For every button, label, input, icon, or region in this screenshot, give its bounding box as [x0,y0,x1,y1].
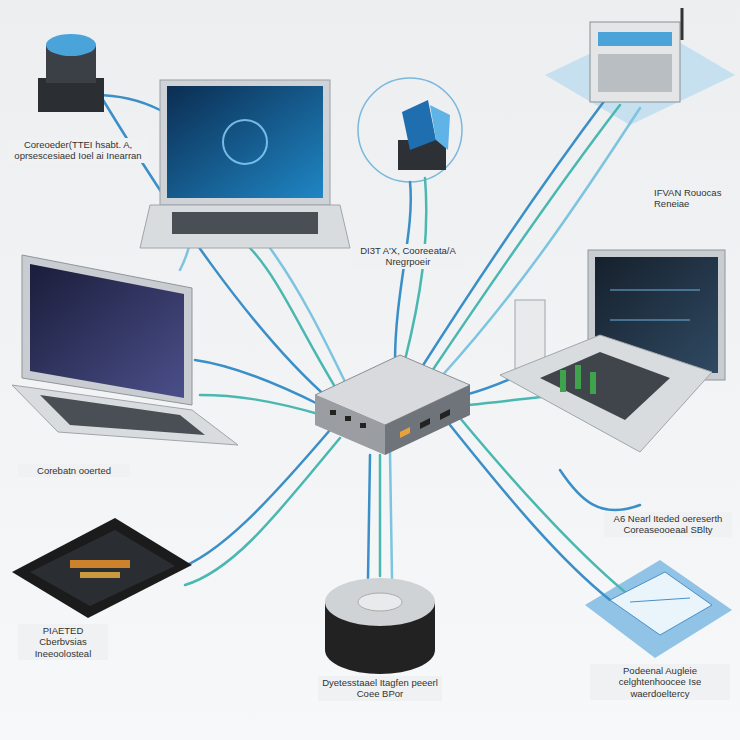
hub-puck [325,578,435,674]
laptop [500,250,725,452]
laptop [140,80,350,248]
callout-label: A6 Nearl Iteded oereserth Coreaseooeaal … [604,512,732,537]
panel-device [610,572,712,635]
callout-label: Dyetesstaael Itagfen peeerl Coee BPor [318,676,442,701]
small-device [398,100,450,170]
callout-label: Coreoeder(TTEI hsabt. A, oprsescesiaed I… [8,138,148,163]
server-device [38,34,104,112]
callout-label: IFVAN Rouocas Reneiae [652,186,730,211]
callout-label: PIAETED Cberbvsias Ineeoolosteal [18,624,108,660]
router-device [590,8,682,102]
callout-label: DI3T A'X, Cooreeata/A Nregrpoeir [352,244,464,269]
laptop [12,255,238,445]
tablet [12,518,192,618]
focus-circle [358,78,462,182]
network-switch [315,355,470,455]
callout-label: Corebatn ooerted [18,464,130,477]
callout-label: Podeenal Augleie celghtenhoocee Ise waer… [590,664,730,700]
